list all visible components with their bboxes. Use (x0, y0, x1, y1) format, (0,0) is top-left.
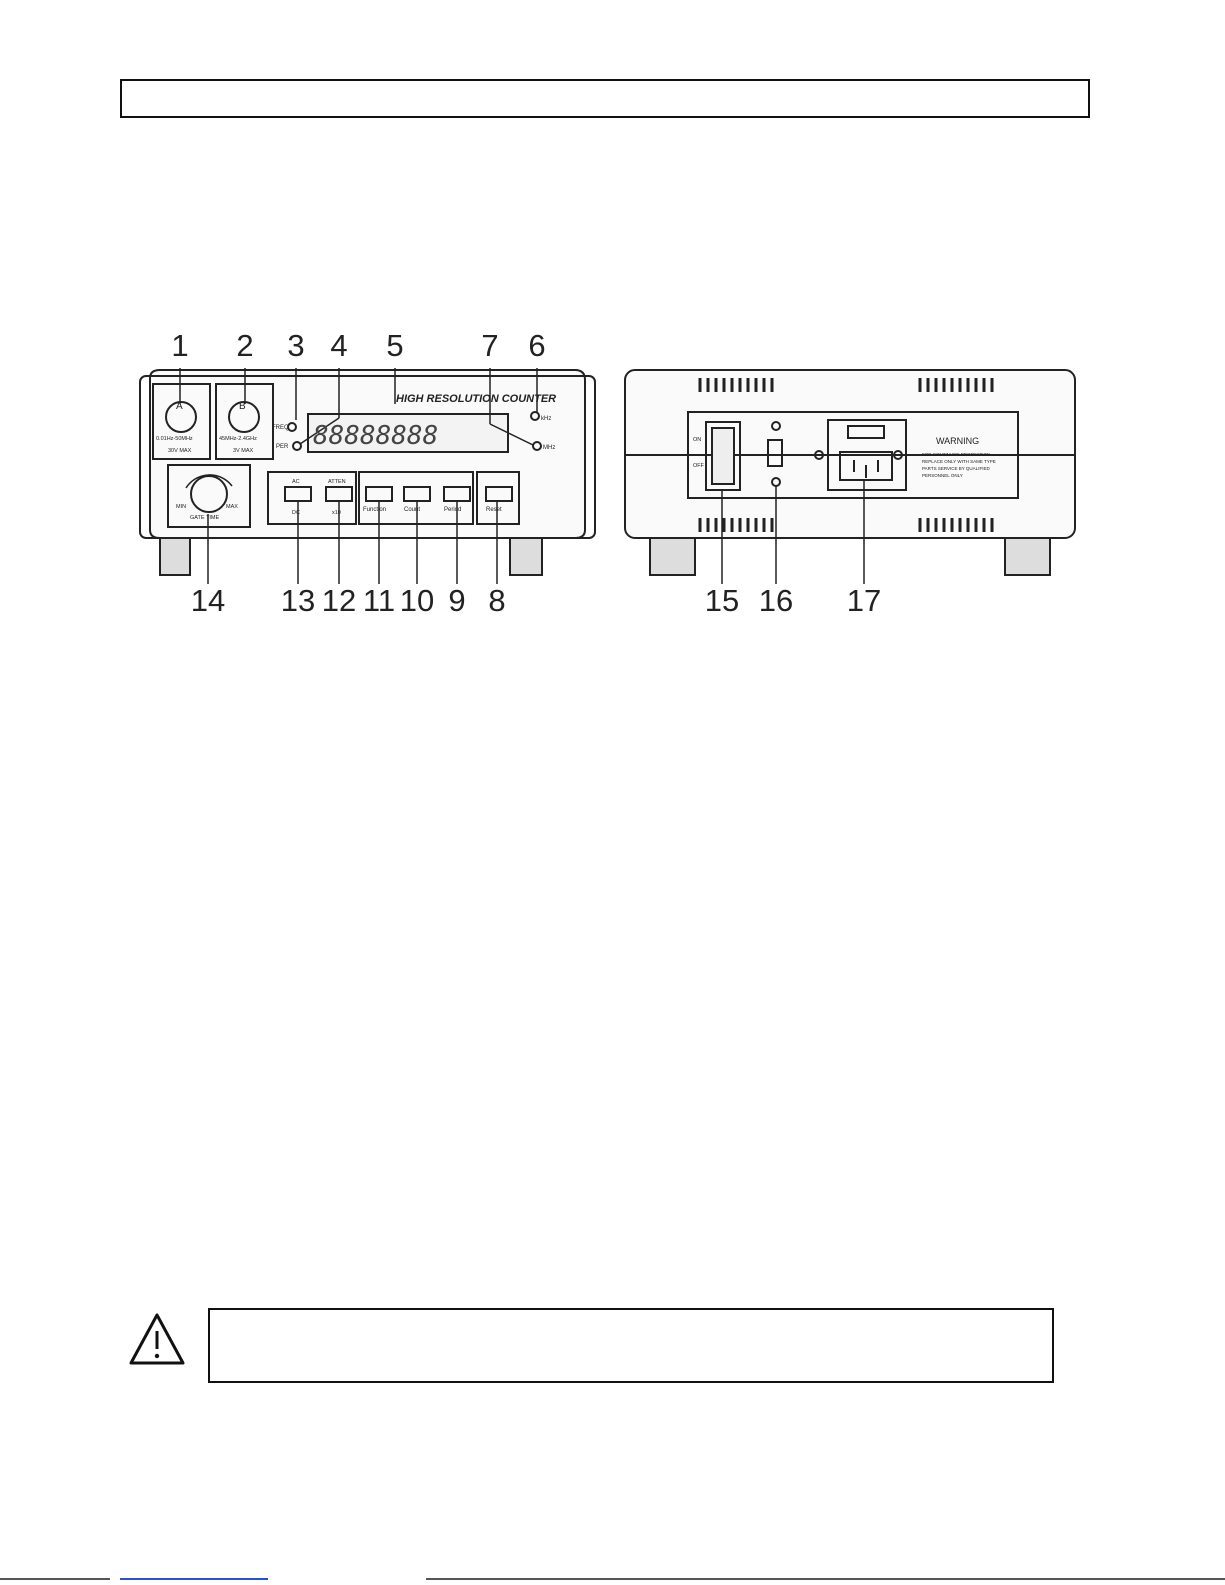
input-a-range: 0.01Hz-50MHz (156, 436, 193, 442)
rear-panel (624, 369, 1076, 584)
function-label: Function (363, 507, 386, 513)
callout-13: 13 (280, 583, 316, 618)
callout-7: 7 (481, 328, 499, 363)
warning-triangle-icon (129, 1313, 185, 1365)
callout-14: 14 (190, 583, 226, 618)
footer-line-left (0, 1578, 110, 1580)
callout-11: 11 (362, 583, 396, 618)
warning-title: WARNING (936, 436, 979, 446)
atten-label: ATTEN (328, 479, 346, 485)
callout-10: 10 (399, 583, 435, 618)
callout-12: 12 (321, 583, 357, 618)
ac-label: AC (292, 479, 300, 485)
input-a-max: 30V MAX (168, 448, 192, 454)
power-off-label: OFF (693, 463, 705, 469)
callout-1: 1 (171, 328, 189, 363)
freq-label: FREQ (272, 425, 289, 431)
count-label: Count (404, 507, 420, 513)
warning-line-1: FOR CONTINUED PROTECTION (922, 452, 990, 457)
warning-line-4: PERSONNEL ONLY (922, 473, 963, 478)
khz-label: kHz (541, 416, 551, 422)
callout-6: 6 (528, 328, 546, 363)
mhz-label: MHz (543, 445, 555, 451)
power-on-label: ON (693, 437, 701, 443)
callout-16: 16 (758, 583, 794, 618)
warning-line-2: REPLACE ONLY WITH SAME TYPE (922, 459, 996, 464)
input-b-max: 3V MAX (233, 448, 254, 454)
dc-label: DC (292, 510, 300, 516)
callout-17: 17 (846, 583, 882, 618)
gate-min: MIN (176, 504, 186, 510)
callout-4: 4 (330, 328, 348, 363)
warning-box (208, 1308, 1054, 1383)
input-a-label: A (176, 401, 183, 412)
period-label: Period (444, 507, 461, 513)
gate-max: MAX (226, 504, 238, 510)
input-b-label: B (239, 401, 246, 412)
footer-line-right (426, 1578, 1225, 1580)
front-panel (139, 368, 596, 584)
x10-label: x10 (332, 510, 341, 516)
counter-title: HIGH RESOLUTION COUNTER (396, 393, 556, 405)
warning-line-3: PARTS SERVICE BY QUALIFIED (922, 466, 990, 471)
footer-link-line (120, 1578, 268, 1580)
header-box (120, 79, 1090, 118)
callout-15: 15 (704, 583, 740, 618)
callout-2: 2 (236, 328, 254, 363)
callout-9: 9 (448, 583, 466, 618)
input-b-range: 45MHz-2.4GHz (219, 436, 257, 442)
per-label: PER (276, 444, 289, 450)
reset-label: Reset (486, 507, 502, 513)
callout-5: 5 (386, 328, 404, 363)
gate-time-label: GATE TIME (190, 515, 219, 521)
callout-3: 3 (287, 328, 305, 363)
seven-segment-display: 88888888 (313, 421, 438, 451)
callout-8: 8 (488, 583, 506, 618)
